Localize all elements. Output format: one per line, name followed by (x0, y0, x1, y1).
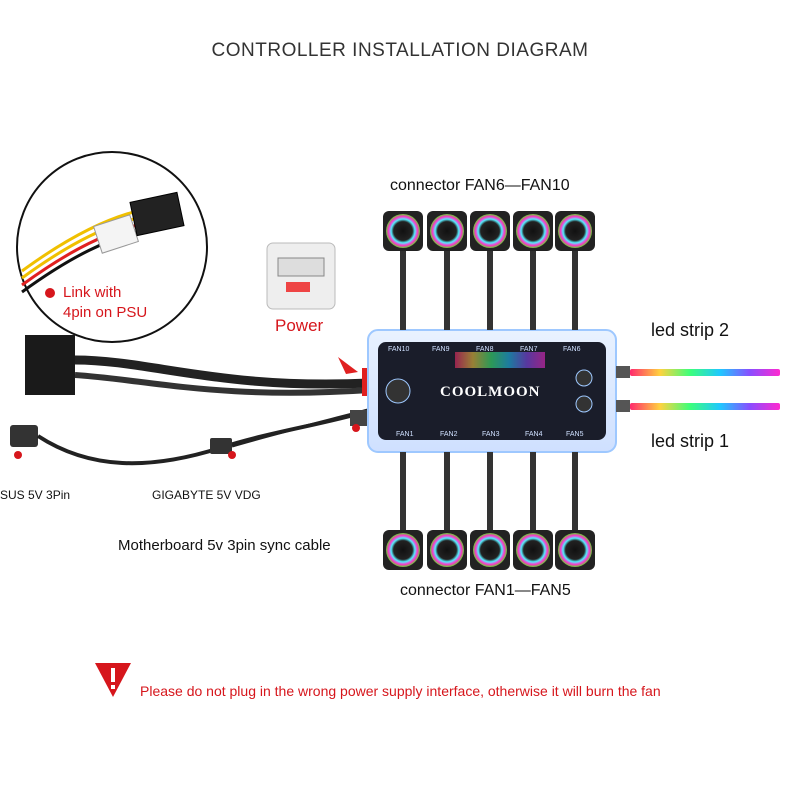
psu-detail-callout (16, 151, 208, 343)
port-label-bottom-3: FAN3 (482, 431, 500, 438)
port-label-bottom-4: FAN4 (525, 431, 543, 438)
asus-label: SUS 5V 3Pin (0, 488, 71, 502)
power-port-detail (266, 242, 336, 310)
fan-bottom-2 (427, 452, 467, 570)
controller-port-labels: FAN10 FAN9 FAN8 FAN7 FAN6 FAN1 FAN2 FAN3… (388, 346, 584, 438)
warning-text: Please do not plug in the wrong power su… (140, 683, 661, 699)
port-label-bottom-5: FAN5 (566, 431, 584, 438)
connector-top-label: connector FAN6—FAN10 (390, 177, 570, 194)
port-label-top-3: FAN8 (476, 346, 494, 353)
fan-bottom-4 (513, 452, 553, 570)
psu-link-label-line2: 4pin on PSU (63, 304, 148, 321)
port-label-top-2: FAN9 (432, 346, 450, 353)
controller-hub (367, 329, 617, 453)
asus-marker-dot (14, 451, 22, 459)
fan-top-4 (513, 211, 553, 330)
fan-bottom-5 (555, 452, 595, 570)
gigabyte-label: GIGABYTE 5V VDG (152, 488, 261, 502)
port-label-top-5: FAN6 (563, 346, 581, 353)
port-label-bottom-2: FAN2 (440, 431, 458, 438)
fan-top-3 (470, 211, 510, 330)
cable-bundle (10, 335, 374, 466)
top-fan-row (383, 211, 595, 330)
psu-marker-dot (45, 288, 55, 298)
sync-marker-dot (352, 424, 360, 432)
fan-bottom-3 (470, 452, 510, 570)
power-label: Power (275, 316, 324, 335)
fan-top-2 (427, 211, 467, 330)
led-strip-1 (630, 403, 780, 410)
gigabyte-marker-dot (228, 451, 236, 459)
led-strip-2 (630, 369, 780, 376)
bottom-fan-row (383, 452, 595, 570)
port-label-top-1: FAN10 (388, 346, 410, 353)
warning-triangle-icon (95, 663, 131, 697)
port-label-top-4: FAN7 (520, 346, 538, 353)
fan-top-5 (555, 211, 595, 330)
led-strip-1-label: led strip 1 (651, 431, 730, 451)
controller-brand: COOLMOON (440, 384, 541, 400)
fan-top-1 (383, 211, 423, 330)
sync-cable-label: Motherboard 5v 3pin sync cable (118, 537, 331, 554)
page-title: CONTROLLER INSTALLATION DIAGRAM (211, 40, 589, 61)
connector-bottom-label: connector FAN1—FAN5 (400, 582, 571, 599)
led-strips (616, 366, 780, 412)
fan-bottom-1 (383, 452, 423, 570)
led-strip-2-label: led strip 2 (651, 320, 730, 340)
port-label-bottom-1: FAN1 (396, 431, 414, 438)
psu-link-label-line1: Link with (63, 284, 122, 301)
